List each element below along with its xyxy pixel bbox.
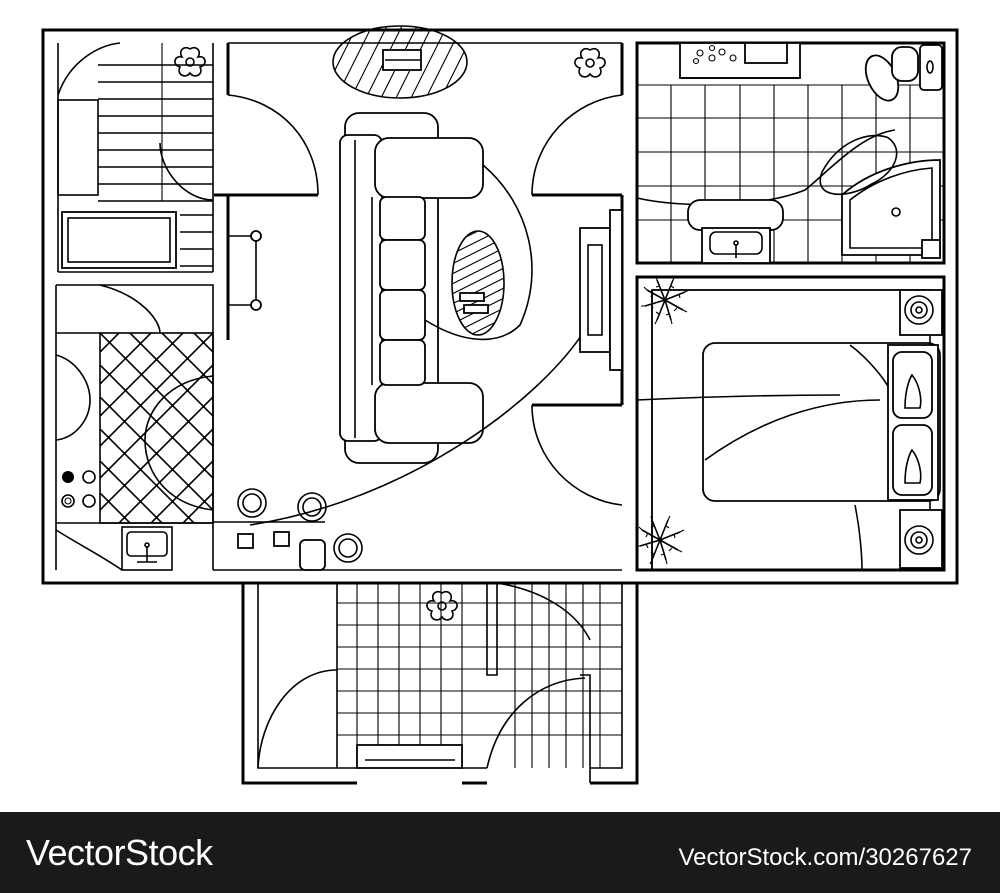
wardrobe (57, 42, 214, 269)
image-id-label: VectorStock.com/30267627 (678, 844, 972, 871)
coffee-table-rug (451, 230, 505, 336)
entrance-door (227, 94, 319, 196)
floor-plan (41, 25, 959, 785)
bedroom (635, 275, 943, 571)
balcony (257, 582, 622, 769)
tv-cabinet (579, 209, 623, 371)
brand-logo: VectorStock (26, 832, 213, 873)
watermark-footer: VectorStock VectorStock.com/30267627 (0, 812, 1000, 893)
rug-stripes (332, 25, 468, 99)
dining-chairs (213, 488, 363, 571)
plant-icon (574, 47, 606, 78)
door-swings-living (249, 94, 623, 526)
coat-hook (228, 230, 262, 311)
kitchen (55, 284, 214, 571)
sofa (339, 112, 484, 464)
bathroom (636, 42, 944, 264)
